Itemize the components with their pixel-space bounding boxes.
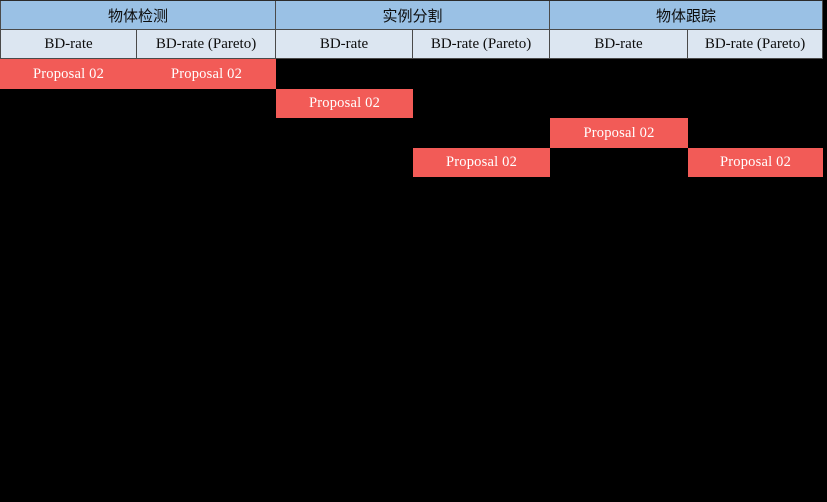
table-cell-proposal: Proposal 02 [0,59,137,89]
table-cell-empty [0,118,137,148]
table-row: Proposal 02 [0,88,823,119]
table-cell-empty [0,148,137,178]
table-cell-label: Proposal 02 [308,95,381,111]
table-cell-label: Proposal 02 [170,65,243,82]
table-cell-empty [276,148,413,178]
table-cell-proposal: Proposal 02 [413,147,550,177]
table-cell-proposal: Proposal 02 [137,59,276,89]
table-cell-label: Proposal 02 [719,154,792,170]
table-cell-label: Proposal 02 [583,124,655,141]
table-cell-label: Proposal 02 [32,65,105,82]
table-group-header-row: 物体检测实例分割物体跟踪 [0,0,823,30]
table-cell-empty [550,89,688,119]
table-group-header-2: 实例分割 [276,1,550,30]
table-column-header-3: BD-rate [276,30,413,59]
table-row: Proposal 02 Proposal 02 [0,147,823,178]
table-cell-empty [413,118,550,148]
table-cell-empty [137,89,276,119]
table-column-header-4: BD-rate (Pareto) [413,30,550,59]
table-cell-empty [413,59,550,89]
table-cell-empty [688,89,823,119]
table-group-header-1: 物体检测 [0,1,276,30]
table-cell-empty [276,59,413,89]
table-column-header-6: BD-rate (Pareto) [688,30,823,59]
table-cell-proposal: Proposal 02 [688,147,823,177]
table-row: Proposal 02 Proposal 02 [0,59,823,89]
table-cell-empty [276,118,413,148]
table-cell-proposal: Proposal 02 [550,118,688,148]
table-row: Proposal 02 [0,118,823,148]
table-cell-empty [0,89,137,119]
table-cell-empty [688,59,823,89]
table-cell-empty [550,148,688,178]
table-column-header-5: BD-rate [550,30,688,59]
table-group-header-3: 物体跟踪 [550,1,823,30]
table-cell-empty [413,89,550,119]
table-column-header-1: BD-rate [0,30,137,59]
table-cell-empty [137,118,276,148]
table-cell-empty [137,148,276,178]
table-cell-label: Proposal 02 [445,154,518,170]
table-cell-proposal: Proposal 02 [276,88,413,118]
table-cell-empty [688,118,823,148]
table-column-header-2: BD-rate (Pareto) [137,30,276,59]
table-cell-empty [550,59,688,89]
